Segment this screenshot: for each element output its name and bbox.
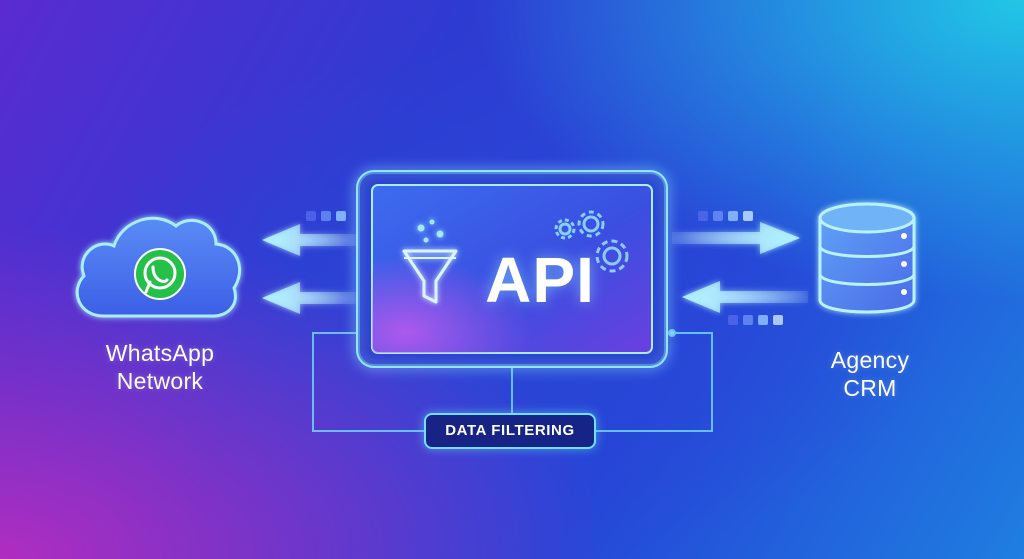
agency-crm-label: Agency CRM bbox=[790, 346, 950, 402]
api-panel bbox=[356, 170, 668, 368]
whatsapp-cloud-icon bbox=[75, 216, 242, 318]
database-icon bbox=[818, 202, 916, 314]
api-title: API bbox=[485, 244, 595, 316]
gears-icon bbox=[554, 210, 629, 273]
whatsapp-label-line2: Network bbox=[116, 368, 204, 394]
whatsapp-network-label: WhatsApp Network bbox=[70, 339, 250, 395]
funnel-icon bbox=[402, 219, 458, 304]
arrow-api-to-whatsapp-bottom bbox=[262, 282, 356, 314]
data-packets-right-bottom bbox=[728, 315, 783, 325]
crm-label-line2: CRM bbox=[843, 375, 897, 401]
crm-label-line1: Agency bbox=[830, 347, 910, 373]
arrow-api-to-whatsapp-top bbox=[262, 224, 356, 256]
filter-connector-lines bbox=[312, 329, 713, 432]
whatsapp-label-line1: WhatsApp bbox=[105, 340, 215, 366]
data-packets-right-top bbox=[698, 211, 753, 221]
arrow-crm-to-api bbox=[682, 281, 808, 313]
arrow-api-to-crm bbox=[672, 222, 800, 254]
data-packets-left bbox=[306, 211, 346, 221]
data-filtering-badge: DATA FILTERING bbox=[424, 413, 596, 449]
